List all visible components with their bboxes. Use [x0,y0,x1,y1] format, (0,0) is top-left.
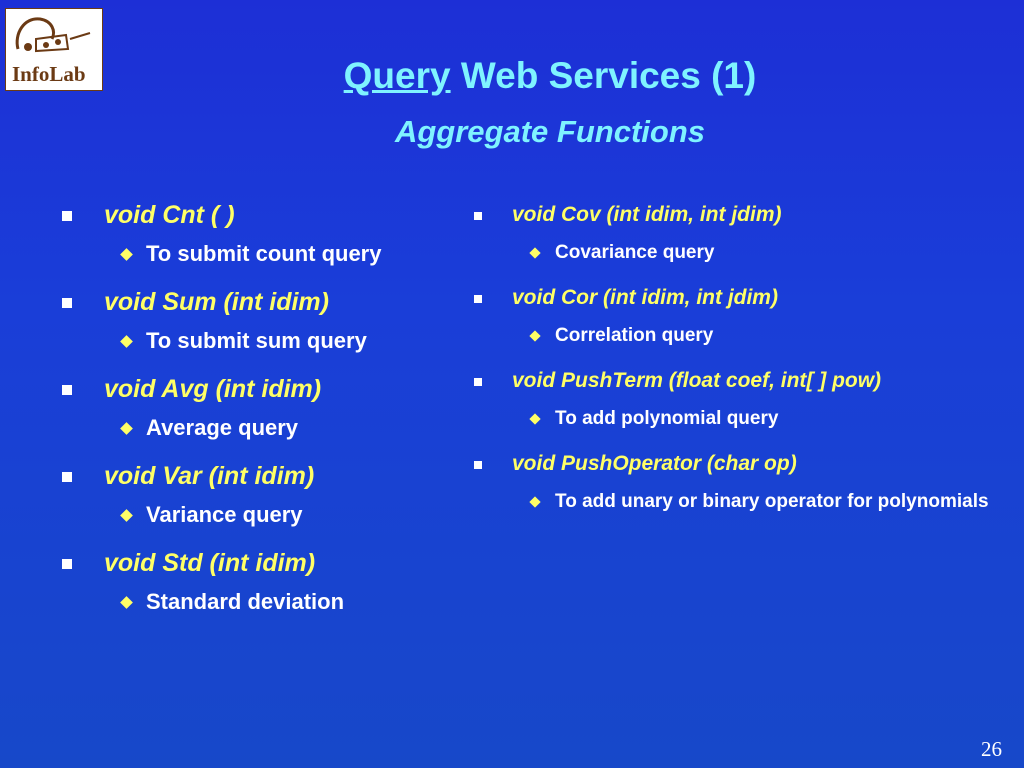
method-signature: void Var (int idim) [104,462,315,490]
method-signature: void Cov (int idim, int jdim) [512,203,782,226]
title-text: Web Services (1) [450,55,757,96]
left-column: void Cnt ( ) To submit count query void … [62,195,462,634]
right-column: void Cov (int idim, int jdim) Covariance… [470,195,1015,533]
square-bullet-icon [474,212,482,220]
method-description: Standard deviation [62,587,462,617]
square-bullet-icon [474,295,482,303]
diamond-bullet-icon [120,248,133,261]
description-text: Covariance query [555,242,715,263]
method-description: Correlation query [470,321,1015,351]
method-item: void Std (int idim) [62,547,462,579]
method-signature: void Avg (int idim) [104,375,322,403]
description-text: To submit count query [146,241,382,266]
method-signature: void PushTerm (float coef, int[ ] pow) [512,369,882,392]
method-description: To submit sum query [62,326,462,356]
diamond-bullet-icon [529,330,541,342]
diamond-bullet-icon [529,496,541,508]
method-item: void Cnt ( ) [62,199,462,231]
diamond-bullet-icon [120,509,133,522]
description-text: Variance query [146,502,303,527]
method-signature: void Sum (int idim) [104,288,329,316]
description-text: Standard deviation [146,589,345,614]
method-description: To add polynomial query [470,404,1015,434]
method-item: void PushOperator (char op) [470,450,1015,478]
method-item: void PushTerm (float coef, int[ ] pow) [470,367,1015,395]
square-bullet-icon [474,378,482,386]
method-item: void Cov (int idim, int jdim) [470,201,1015,229]
diamond-bullet-icon [529,247,541,259]
method-description: To add unary or binary operator for poly… [470,487,1015,517]
logo-wordmark: InfoLab [12,62,86,86]
description-text: Average query [146,415,299,440]
method-signature: void Cnt ( ) [104,201,235,229]
description-text: Correlation query [555,325,714,346]
method-description: To submit count query [62,239,462,269]
page-number: 26 [981,737,1002,761]
method-description: Covariance query [470,238,1015,268]
square-bullet-icon [62,385,72,395]
method-item: void Avg (int idim) [62,373,462,405]
diamond-bullet-icon [120,596,133,609]
method-item: void Var (int idim) [62,460,462,492]
description-text: To add unary or binary operator for poly… [555,491,989,512]
method-item: void Cor (int idim, int jdim) [470,284,1015,312]
description-text: To add polynomial query [555,408,779,429]
diamond-bullet-icon [120,335,133,348]
slide-subtitle: Aggregate Functions [394,114,705,149]
square-bullet-icon [62,211,72,221]
method-item: void Sum (int idim) [62,286,462,318]
square-bullet-icon [62,298,72,308]
method-description: Variance query [62,500,462,530]
method-signature: void PushOperator (char op) [512,452,797,475]
square-bullet-icon [62,472,72,482]
square-bullet-icon [62,559,72,569]
infolab-logo: InfoLab [5,8,103,91]
square-bullet-icon [474,461,482,469]
slide-title: Query Web Services (1) [200,54,900,98]
method-description: Average query [62,413,462,443]
diamond-bullet-icon [529,413,541,425]
method-signature: void Std (int idim) [104,549,316,577]
diamond-bullet-icon [120,422,133,435]
method-signature: void Cor (int idim, int jdim) [512,286,778,309]
title-link-query[interactable]: Query [343,55,451,96]
description-text: To submit sum query [146,328,367,353]
